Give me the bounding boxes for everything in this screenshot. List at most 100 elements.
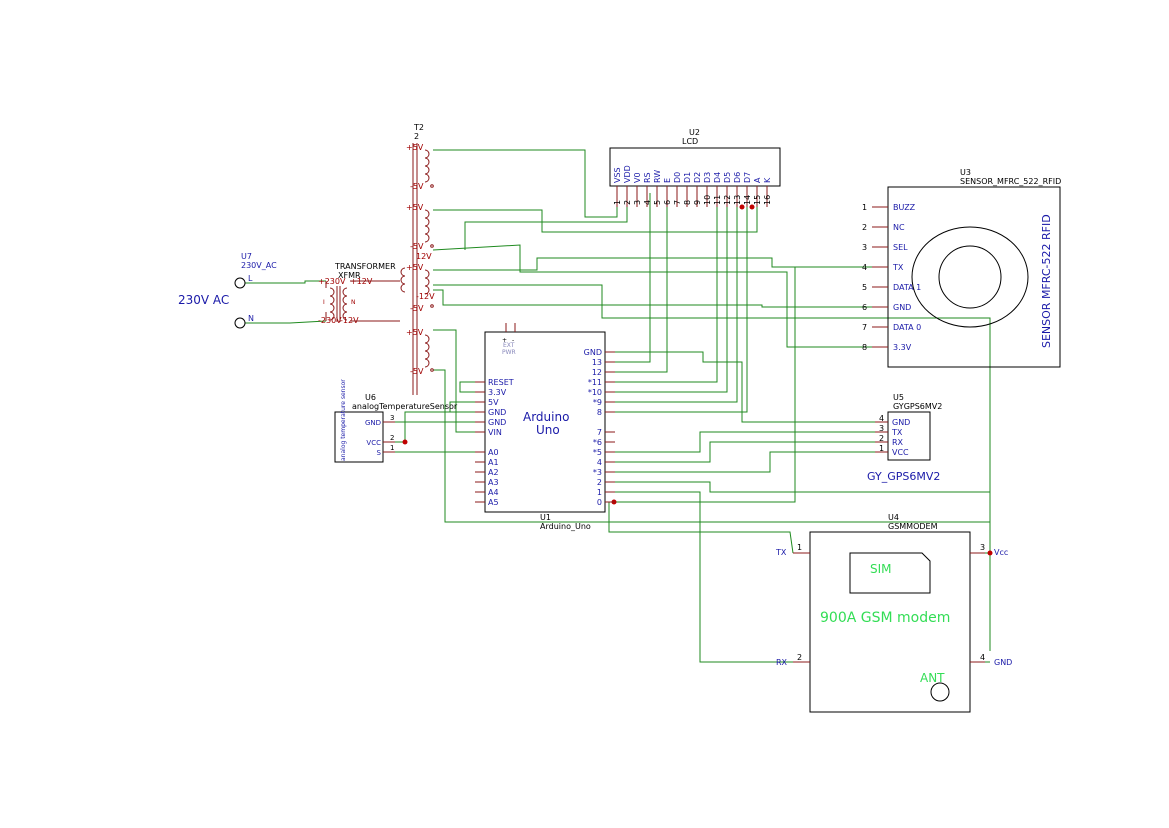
t2-tap-2: -5V (410, 182, 424, 191)
rfid-pin-number: 5 (862, 283, 867, 292)
arduino-left-pin: A4 (488, 488, 499, 497)
u3-title: SENSOR MFRC-522 RFID (1040, 214, 1053, 348)
arduino-pins: RESET3.3V5VGNDGNDVINA0A1A2A3A4A5GND1312*… (475, 348, 615, 507)
lcd-pin-label: D5 (723, 172, 732, 183)
t2-tap-4: -5V (410, 242, 424, 251)
lcd-pin-label: D0 (673, 172, 682, 183)
lcd-pin-number: 16 (763, 195, 772, 205)
arduino-right-pin: 12 (592, 368, 602, 377)
u4-n3: 3 (980, 543, 985, 552)
u6-ref: U6 (365, 393, 376, 402)
u4-n4: 4 (980, 653, 985, 662)
t2-tap-5: 12V (416, 252, 432, 261)
lcd-pin-label: D4 (713, 172, 722, 183)
u7-value: 230V_AC (241, 261, 277, 270)
rfid-pin-label: GND (893, 303, 911, 312)
rfid-pin-label: SEL (893, 243, 908, 252)
temp-sensor-u6: U6 analogTemperatureSensor analog temper… (334, 379, 458, 463)
u1-value: Arduino_Uno (540, 522, 591, 531)
arduino-right-pin: 1 (597, 488, 602, 497)
arduino-right-pin: *3 (593, 468, 602, 477)
lcd-pin-label: V0 (633, 172, 642, 183)
lcd-u2: U2 LCD VSS1VDD2V03RS4RW5E6D07D18D29D310D… (609, 128, 781, 207)
u6-pin-number: 3 (390, 414, 394, 422)
arduino-right-pin: 2 (597, 478, 602, 487)
rfid-pin-label: NC (893, 223, 905, 232)
junctions (402, 204, 993, 556)
u4-rx: RX (776, 658, 788, 667)
u5-pin-label: VCC (892, 448, 909, 457)
rfid-pin-number: 2 (862, 223, 867, 232)
lcd-pin-number: 4 (643, 200, 652, 205)
xfmr-ref: TRANSFORMER (334, 262, 396, 271)
gsm-u4: U4 GSMMODEM SIM 900A GSM modem ANT TX RX… (775, 513, 1012, 713)
u4-tx: TX (775, 548, 787, 557)
arduino-right-pin: 8 (597, 408, 602, 417)
t2-tap-7: -12V (416, 292, 435, 301)
arduino-right-pin: GND (584, 348, 602, 357)
u4-sim: SIM (870, 562, 892, 576)
u5-pin-label: TX (891, 428, 903, 437)
wires (245, 149, 991, 663)
u7-ref: U7 (241, 252, 252, 261)
u4-title: 900A GSM modem (820, 610, 950, 626)
rfid-pin-label: BUZZ (893, 203, 916, 212)
arduino-right-pin: *9 (593, 398, 602, 407)
lcd-pin-number: 1 (613, 200, 622, 205)
lcd-pin-number: 8 (683, 200, 692, 205)
arduino-left-pin: 3.3V (488, 388, 507, 397)
lcd-pin-number: 13 (733, 195, 742, 205)
u5-value: GYGPS6MV2 (893, 402, 942, 411)
u4-gnd: GND (994, 658, 1012, 667)
t2-tap-3: +5V (406, 203, 424, 212)
u4-ref: U4 (888, 513, 899, 522)
u6-pin-number: 2 (390, 434, 394, 442)
lcd-pin-label: VSS (613, 167, 622, 183)
lcd-pin-label: D3 (703, 172, 712, 183)
transformer-t2: T2 2 +5V -5V +5V -5V 12V +5V -12V -5V +5… (400, 123, 435, 395)
rfid-pin-number: 6 (862, 303, 867, 312)
lcd-pin-number: 6 (663, 200, 672, 205)
t2-tap-1: +5V (406, 143, 424, 152)
u3-value: SENSOR_MFRC_522_RFID (960, 177, 1061, 186)
svg-text:+: + (502, 337, 507, 344)
u6-pin-label: S (377, 449, 382, 457)
lcd-pin-label: E (663, 178, 672, 183)
rfid-pin-label: 3.3V (893, 343, 912, 352)
svg-text:-: - (512, 337, 514, 344)
u5-pin-number: 1 (879, 444, 884, 453)
lcd-pin-label: RS (643, 172, 652, 183)
arduino-left-pin: A5 (488, 498, 499, 507)
u5-pin-number: 2 (879, 434, 884, 443)
t2-tap-6: +5V (406, 263, 424, 272)
rfid-u3: U3 SENSOR_MFRC_522_RFID SENSOR MFRC-522 … (862, 168, 1061, 368)
arduino-right-pin: *6 (593, 438, 602, 447)
u6-body-text: analog temperature sensor (340, 379, 347, 461)
u1-ref: U1 (540, 513, 551, 522)
u1-pwr: PWR (502, 349, 516, 356)
u2-value: LCD (682, 137, 698, 146)
u7-label: 230V AC (178, 293, 229, 307)
u1-ext: EXT (503, 342, 515, 349)
arduino-left-pin: 5V (488, 398, 499, 407)
lcd-pin-number: 7 (673, 200, 682, 205)
t2-tap-9: +5V (406, 328, 424, 337)
arduino-right-pin: *11 (588, 378, 602, 387)
u4-vcc: Vcc (994, 548, 1008, 557)
u1-title-2: Uno (536, 423, 560, 437)
lcd-pins: VSS1VDD2V03RS4RW5E6D07D18D29D310D411D512… (613, 165, 772, 207)
lcd-pin-number: 12 (723, 195, 732, 205)
u4-n2: 2 (797, 653, 802, 662)
lcd-pin-label: RW (653, 170, 662, 183)
rfid-pin-number: 1 (862, 203, 867, 212)
lcd-pin-number: 2 (623, 200, 632, 205)
t2-tap-8: -5V (410, 304, 424, 313)
lcd-pin-number: 15 (753, 195, 762, 205)
u6-pin-number: 1 (390, 444, 394, 452)
lcd-pin-label: K (763, 177, 772, 183)
lcd-pin-number: 3 (633, 200, 642, 205)
